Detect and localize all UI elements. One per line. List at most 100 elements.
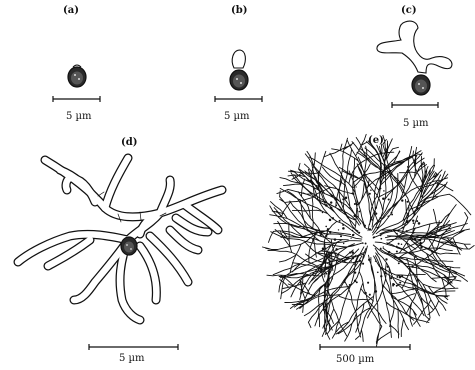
colony-speckle [366, 228, 367, 229]
colony-speckle [379, 217, 381, 219]
colony-speckle [365, 243, 367, 245]
colony-speckle [352, 257, 354, 259]
colony-speckle [320, 234, 322, 236]
colony-speckle [369, 294, 371, 296]
colony-speckle [325, 204, 328, 207]
colony-speckle [376, 254, 377, 255]
colony-speckle [396, 285, 398, 287]
colony-speckle [368, 259, 370, 261]
colony-speckle [355, 186, 356, 187]
colony-speckle [323, 233, 324, 234]
colony-speckle [373, 237, 375, 239]
colony-speckle [413, 222, 415, 224]
colony-speckle [388, 198, 390, 200]
colony-speckle [349, 252, 351, 254]
colony-speckle [402, 227, 404, 229]
colony-speckle [335, 248, 337, 250]
colony-speckle [410, 236, 412, 238]
colony-speckle [364, 225, 366, 227]
colony-speckle [396, 276, 398, 278]
colony-speckle [325, 226, 327, 228]
colony-speckle [375, 260, 376, 261]
colony-speckle [399, 282, 401, 284]
panel-c: (c) 5 µm [377, 5, 452, 129]
colony-speckle [329, 219, 332, 222]
colony-speckle [396, 250, 398, 252]
panel-c-label: (c) [401, 5, 417, 16]
panel-a-label: (a) [63, 5, 79, 16]
germinating-spore-b [230, 50, 248, 90]
colony-speckle [339, 220, 341, 222]
colony-speckle [375, 290, 378, 293]
scale-bar-b [215, 96, 262, 102]
colony-speckle [313, 238, 315, 240]
colony-speckle [362, 242, 364, 244]
colony-speckle [390, 277, 392, 279]
scale-text-b: 5 µm [224, 111, 250, 122]
mycelium-d [18, 158, 222, 320]
colony-speckle [375, 213, 377, 215]
colony-speckle [363, 292, 364, 293]
colony-speckle [349, 284, 351, 286]
colony-speckle [391, 212, 393, 214]
colony-speckle [370, 189, 372, 191]
scale-text-a: 5 µm [66, 111, 92, 122]
colony-speckle [329, 260, 331, 262]
colony-speckle [342, 224, 344, 226]
colony-speckle [326, 273, 328, 275]
colony-speckle [332, 217, 334, 219]
colony-speckle [418, 222, 421, 225]
scale-bar-d [89, 344, 178, 350]
colony-speckle [387, 265, 389, 267]
colony-speckle [383, 246, 384, 247]
colony-speckle [392, 285, 394, 287]
colony-speckle [362, 263, 364, 265]
colony-speckle [358, 232, 360, 234]
colony-speckle [338, 229, 339, 230]
colony-speckle [354, 203, 356, 205]
panel-d-label: (d) [121, 137, 137, 148]
panel-a: (a) 5 µm [53, 5, 100, 122]
colony-speckle [335, 204, 337, 206]
colony-speckle [334, 252, 336, 254]
colony-speckle [411, 266, 413, 268]
mycelial-colony-e [262, 134, 474, 346]
colony-speckle [413, 232, 415, 234]
colony-speckle [330, 201, 332, 203]
colony-speckle [354, 272, 356, 274]
colony-speckle [354, 214, 357, 217]
colony-speckle [412, 220, 414, 222]
colony-speckle [330, 207, 332, 209]
colony-speckle [353, 234, 355, 236]
colony-speckle [406, 259, 408, 261]
colony-speckle [334, 199, 336, 201]
colony-speckle [406, 221, 408, 223]
colony-speckle [340, 235, 342, 237]
colony-speckle [414, 238, 416, 240]
colony-speckle [318, 229, 320, 231]
spore-a [68, 65, 86, 87]
colony-speckle [359, 260, 361, 262]
colony-speckle [411, 240, 412, 241]
colony-speckle [399, 276, 401, 278]
colony-speckle [342, 198, 344, 200]
colony-speckle [419, 239, 421, 241]
scale-bar-c [392, 102, 438, 108]
colony-speckle [398, 262, 400, 264]
panel-d: (d) [18, 137, 222, 364]
colony-speckle [374, 211, 376, 213]
scale-text-d: 5 µm [119, 353, 145, 364]
colony-speckle [329, 231, 331, 233]
colony-speckle [376, 227, 377, 228]
colony-speckle [343, 243, 344, 244]
colony-speckle [322, 212, 324, 214]
panel-b-label: (b) [231, 5, 247, 16]
colony-speckle [416, 220, 418, 222]
colony-speckle [380, 188, 381, 189]
colony-speckle [385, 258, 387, 260]
colony-speckle [380, 235, 382, 237]
colony-speckle [381, 233, 382, 234]
colony-speckle [325, 235, 327, 237]
colony-speckle [322, 248, 324, 250]
